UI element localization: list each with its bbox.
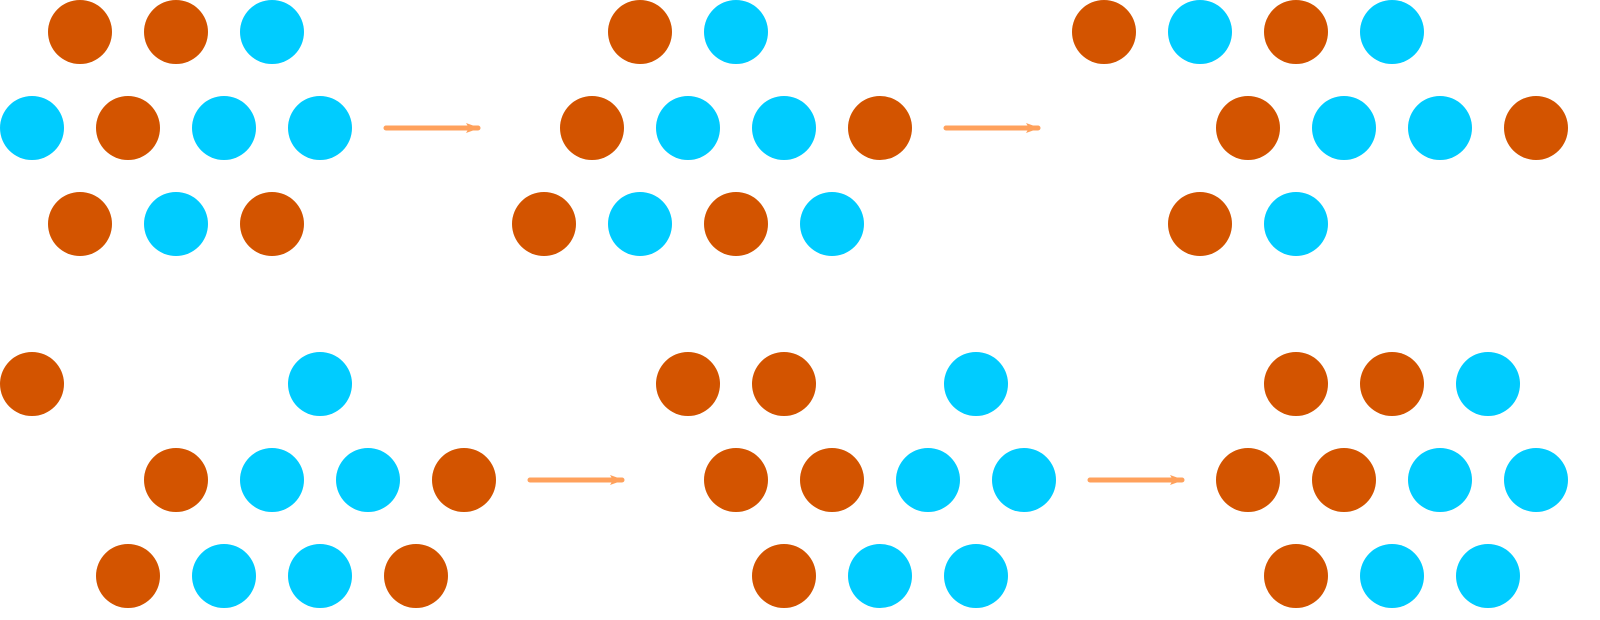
cyan-dot	[992, 448, 1056, 512]
orange-dot	[240, 192, 304, 256]
cyan-dot	[288, 96, 352, 160]
orange-dot	[1168, 192, 1232, 256]
top-sequence-stage-3	[1072, 0, 1568, 256]
cyan-dot	[896, 448, 960, 512]
cyan-dot	[1360, 0, 1424, 64]
cyan-dot	[0, 96, 64, 160]
bottom-sequence-stage-3	[1216, 352, 1568, 608]
cyan-dot	[192, 96, 256, 160]
cyan-dot	[1408, 96, 1472, 160]
orange-dot	[384, 544, 448, 608]
cyan-dot	[1456, 352, 1520, 416]
cyan-dot	[752, 96, 816, 160]
orange-dot	[0, 352, 64, 416]
orange-dot	[752, 352, 816, 416]
orange-dot	[1216, 448, 1280, 512]
orange-dot	[752, 544, 816, 608]
orange-dot	[1072, 0, 1136, 64]
cyan-dot	[336, 448, 400, 512]
cyan-dot	[944, 352, 1008, 416]
orange-dot	[800, 448, 864, 512]
cyan-dot	[1456, 544, 1520, 608]
orange-dot	[96, 544, 160, 608]
cyan-dot	[800, 192, 864, 256]
arrows-layer	[383, 123, 1185, 485]
orange-dot	[560, 96, 624, 160]
cyan-dot	[848, 544, 912, 608]
cyan-dot	[144, 192, 208, 256]
bottom-sequence-stage-2	[656, 352, 1056, 608]
cyan-dot	[656, 96, 720, 160]
orange-dot	[1360, 352, 1424, 416]
cyan-dot	[192, 544, 256, 608]
cyan-dot	[1264, 192, 1328, 256]
cyan-dot	[288, 544, 352, 608]
orange-dot	[144, 0, 208, 64]
cyan-dot	[288, 352, 352, 416]
orange-dot	[656, 352, 720, 416]
orange-dot	[1264, 0, 1328, 64]
orange-dot	[1264, 544, 1328, 608]
orange-dot	[608, 0, 672, 64]
orange-dot	[512, 192, 576, 256]
orange-dot	[848, 96, 912, 160]
top-sequence-stage-2	[512, 0, 912, 256]
orange-dot	[1264, 352, 1328, 416]
cyan-dot	[240, 448, 304, 512]
dots-layer	[0, 0, 1568, 608]
orange-dot	[1216, 96, 1280, 160]
cyan-dot	[1504, 448, 1568, 512]
cyan-dot	[1360, 544, 1424, 608]
bottom-sequence-stage-1	[0, 352, 496, 608]
cyan-dot	[1408, 448, 1472, 512]
orange-dot	[432, 448, 496, 512]
orange-dot	[144, 448, 208, 512]
orange-dot	[48, 0, 112, 64]
orange-dot	[1312, 448, 1376, 512]
cyan-dot	[1168, 0, 1232, 64]
orange-dot	[704, 192, 768, 256]
top-sequence-stage-1	[0, 0, 352, 256]
orange-dot	[1504, 96, 1568, 160]
cyan-dot	[240, 0, 304, 64]
cyan-dot	[608, 192, 672, 256]
cyan-dot	[1312, 96, 1376, 160]
cyan-dot	[704, 0, 768, 64]
cyan-dot	[944, 544, 1008, 608]
orange-dot	[704, 448, 768, 512]
orange-dot	[96, 96, 160, 160]
orange-dot	[48, 192, 112, 256]
